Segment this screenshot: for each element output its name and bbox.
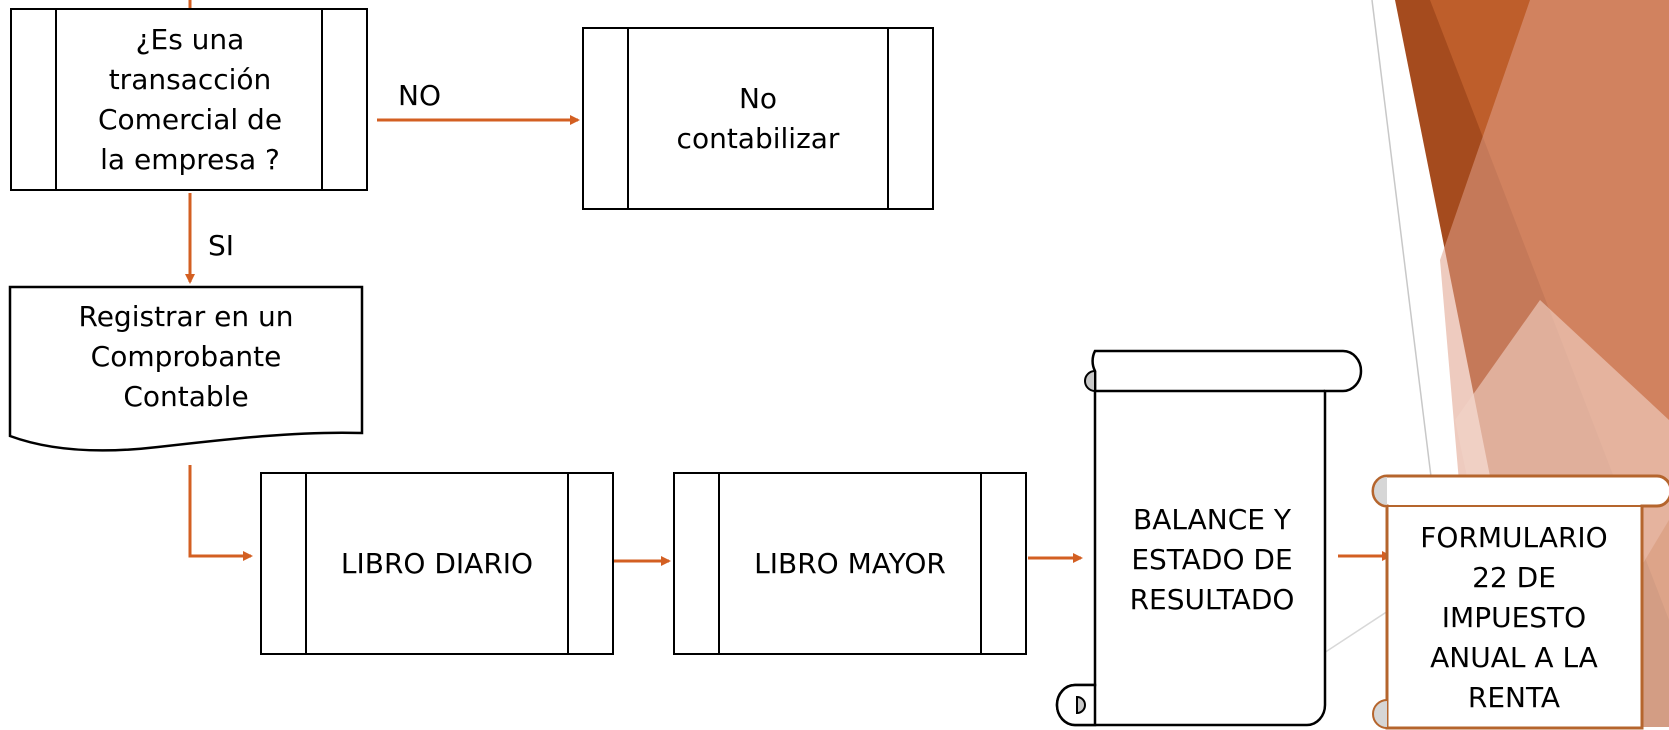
edge-label-no: NO — [398, 79, 441, 112]
no-contabilizar-node — [582, 27, 934, 210]
registrar-label: Registrar en un Comprobante Contable — [78, 300, 294, 413]
libro-diario-label: LIBRO DIARIO — [340, 546, 534, 580]
formulario-scroll-node — [1371, 474, 1669, 730]
edge-label-si: SI — [208, 229, 235, 262]
formulario-label: FORMULARIO 22 DE IMPUESTO ANUAL A LA REN… — [1420, 520, 1608, 714]
libro-diario-node — [260, 472, 614, 655]
no-contabilizar-label: No contabilizar — [676, 81, 840, 155]
balance-scroll-node — [1055, 349, 1363, 727]
balance-label: BALANCE Y ESTADO DE RESULTADO — [1129, 503, 1295, 616]
libro-mayor-label: LIBRO MAYOR — [754, 546, 946, 580]
decision-node — [10, 8, 368, 191]
libro-mayor-node — [673, 472, 1027, 655]
decision-label: ¿Es una transacción Comercial de la empr… — [97, 22, 283, 176]
arrow-registrar-to-diario — [188, 465, 253, 561]
registrar-node — [8, 285, 364, 452]
